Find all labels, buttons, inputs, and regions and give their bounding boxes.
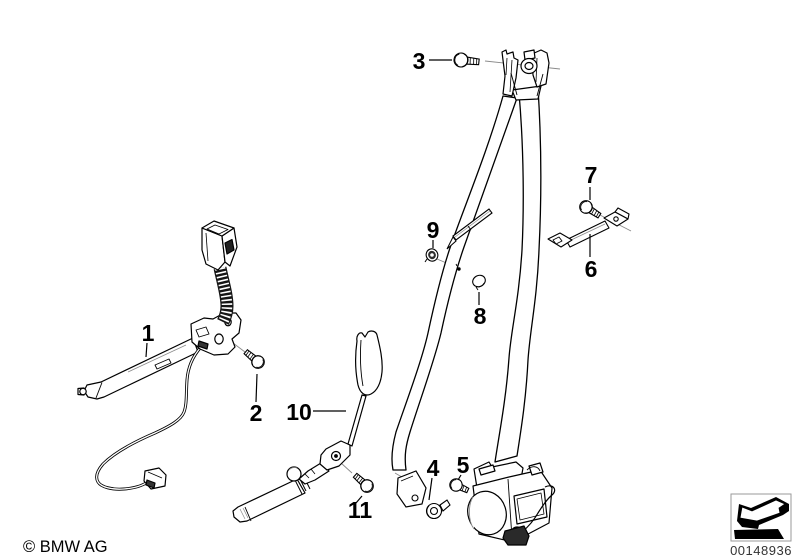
part-2-screw xyxy=(243,348,265,369)
belt-anchor-plate xyxy=(396,470,427,508)
callout-2[interactable]: 2 xyxy=(250,400,263,426)
callout-1[interactable]: 1 xyxy=(142,320,155,346)
tensioner-coil xyxy=(213,266,234,325)
part-6-bracket xyxy=(547,207,630,248)
callout-leader-lines xyxy=(145,59,591,504)
copyright-text: © BMW AG xyxy=(23,538,108,556)
belt-webbing-right xyxy=(494,87,542,463)
arrow-down-left-3d-icon xyxy=(734,497,789,539)
image-number: 00148936 xyxy=(730,543,792,558)
callout-5[interactable]: 5 xyxy=(457,452,470,478)
part-8-cap xyxy=(472,274,486,291)
callout-6[interactable]: 6 xyxy=(585,256,598,282)
part-5-screw xyxy=(449,478,470,494)
callout-10[interactable]: 10 xyxy=(286,399,312,425)
callout-11[interactable]: 11 xyxy=(348,497,373,523)
belt-rivet-pin xyxy=(455,263,461,271)
callout-3[interactable]: 3 xyxy=(413,48,426,74)
callout-7[interactable]: 7 xyxy=(585,162,598,188)
part-3-screw xyxy=(453,52,480,68)
callout-8[interactable]: 8 xyxy=(474,303,487,329)
upper-belt-anchor xyxy=(501,49,550,101)
part-1-buckle-tensioner xyxy=(77,220,242,491)
tensioner-wire xyxy=(95,346,203,491)
part-9-nut xyxy=(424,248,439,263)
handle-grip xyxy=(355,330,383,396)
belt-webbing-left xyxy=(391,95,518,508)
nav-arrow-button[interactable] xyxy=(730,493,792,542)
part-11-screw xyxy=(352,472,374,493)
part-7-screw xyxy=(579,200,602,219)
wire-connector xyxy=(143,467,167,490)
buckle-head xyxy=(201,220,238,271)
part-4-screw xyxy=(425,499,451,520)
part-10-handle-assembly xyxy=(232,330,383,523)
belt-stop-clip xyxy=(446,208,493,250)
callout-4[interactable]: 4 xyxy=(427,455,440,481)
belt-retractor xyxy=(467,461,556,546)
callout-9[interactable]: 9 xyxy=(427,217,440,243)
